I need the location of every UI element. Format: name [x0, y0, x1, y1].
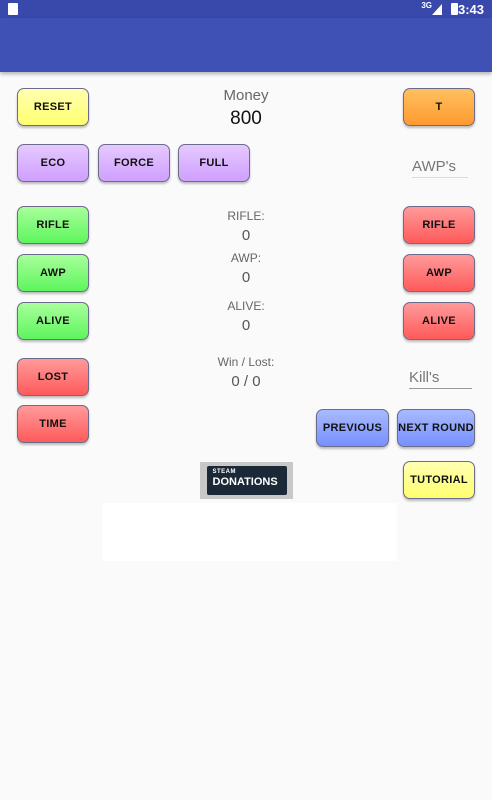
- status-time: 3:43: [457, 2, 484, 17]
- team-t-button[interactable]: T: [403, 88, 475, 126]
- steam-donations-logo: STEAM DONATIONS: [206, 466, 287, 495]
- previous-button[interactable]: PREVIOUS: [316, 409, 389, 447]
- app-bar: [0, 18, 492, 72]
- awps-input[interactable]: AWP's: [412, 158, 468, 178]
- steam-label: STEAM: [212, 469, 236, 475]
- winlost-value: 0 / 0: [231, 373, 261, 390]
- ad-banner: [102, 503, 397, 561]
- network-type: 3G: [421, 1, 432, 10]
- rifle-stat-label: RIFLE:: [227, 209, 265, 223]
- next-round-button[interactable]: NEXT ROUND: [397, 409, 475, 447]
- full-button[interactable]: FULL: [178, 144, 250, 182]
- status-bar: 3G 3:43: [0, 0, 492, 18]
- awp-right-button[interactable]: AWP: [403, 254, 475, 292]
- time-button[interactable]: TIME: [17, 405, 89, 443]
- winlost-label: Win / Lost:: [217, 355, 275, 369]
- force-button[interactable]: FORCE: [98, 144, 170, 182]
- alive-stat-value: 0: [241, 317, 251, 334]
- sd-card-icon: [8, 3, 18, 15]
- reset-button[interactable]: RESET: [17, 88, 89, 126]
- awp-stat-value: 0: [241, 269, 251, 286]
- lost-button[interactable]: LOST: [17, 358, 89, 396]
- steam-donations-badge[interactable]: STEAM DONATIONS: [200, 462, 293, 499]
- alive-stat-label: ALIVE:: [227, 299, 265, 313]
- battery-icon: [451, 3, 458, 15]
- signal-icon: [432, 4, 442, 15]
- money-value: 800: [230, 108, 262, 129]
- awp-stat-label: AWP:: [230, 251, 262, 265]
- awp-left-button[interactable]: AWP: [17, 254, 89, 292]
- money-label: Money: [223, 87, 269, 104]
- alive-left-button[interactable]: ALIVE: [17, 302, 89, 340]
- alive-right-button[interactable]: ALIVE: [403, 302, 475, 340]
- rifle-stat-value: 0: [241, 227, 251, 244]
- rifle-right-button[interactable]: RIFLE: [403, 206, 475, 244]
- eco-button[interactable]: ECO: [17, 144, 89, 182]
- donations-label: DONATIONS: [212, 476, 278, 488]
- rifle-left-button[interactable]: RIFLE: [17, 206, 89, 244]
- kills-input[interactable]: Kill's: [409, 369, 472, 389]
- tutorial-button[interactable]: TUTORIAL: [403, 461, 475, 499]
